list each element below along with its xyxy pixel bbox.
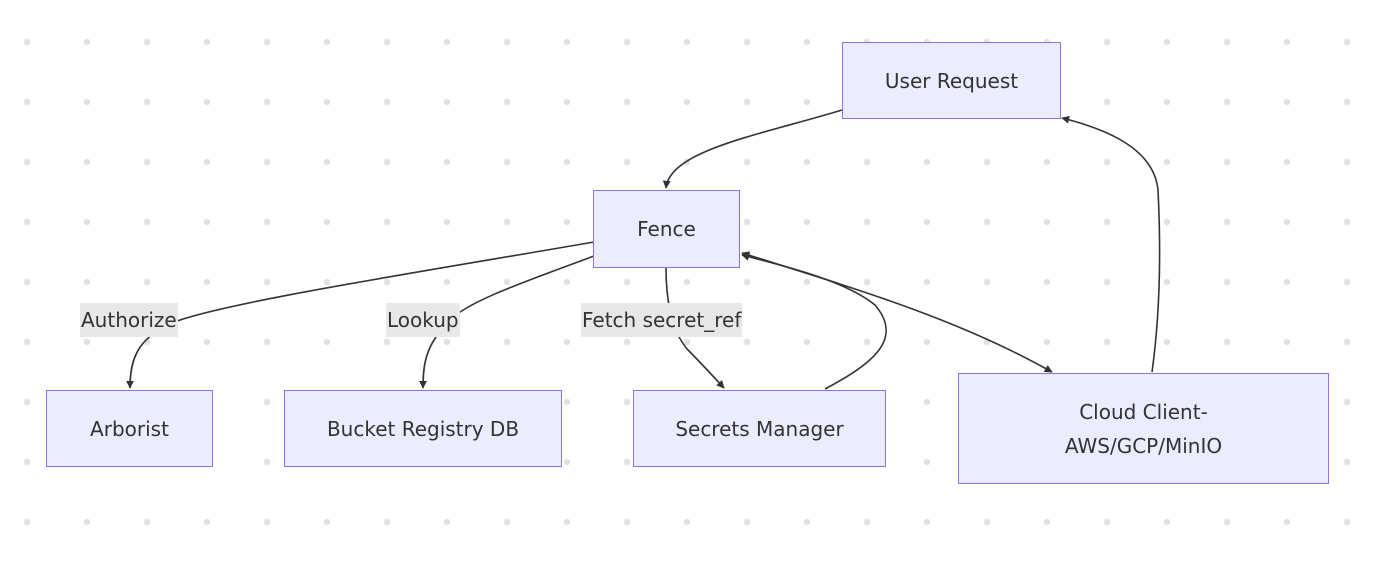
node-label: Arborist [90,416,169,441]
node-arborist[interactable]: Arborist [46,390,213,467]
edge-user-request-to-fence [662,109,843,189]
node-label-line1: Cloud Client- [1079,399,1208,424]
node-bucket-registry-db[interactable]: Bucket Registry DB [284,390,562,467]
edge-cloud-client-to-user-request [1061,115,1161,373]
edge-label-lookup: Lookup [386,303,460,337]
node-secrets-manager[interactable]: Secrets Manager [633,390,886,467]
node-label: Bucket Registry DB [326,416,520,441]
node-cloud-client[interactable]: Cloud Client- AWS/GCP/MinIO [958,373,1329,484]
node-label: Secrets Manager [675,416,844,441]
edge-fence-cloud-client [741,251,1053,373]
node-fence[interactable]: Fence [593,190,740,268]
edge-label-authorize: Authorize [80,303,178,337]
edge-fence-to-arborist [126,241,595,389]
node-user-request[interactable]: User Request [842,42,1061,119]
node-label: Fence [637,217,696,241]
edge-label-fetch-secret-ref: Fetch secret_ref [581,303,743,337]
edge-fence-to-secrets-manager [665,267,725,389]
node-label: User Request [884,68,1019,93]
node-label-line2: AWS/GCP/MinIO [1064,433,1223,458]
